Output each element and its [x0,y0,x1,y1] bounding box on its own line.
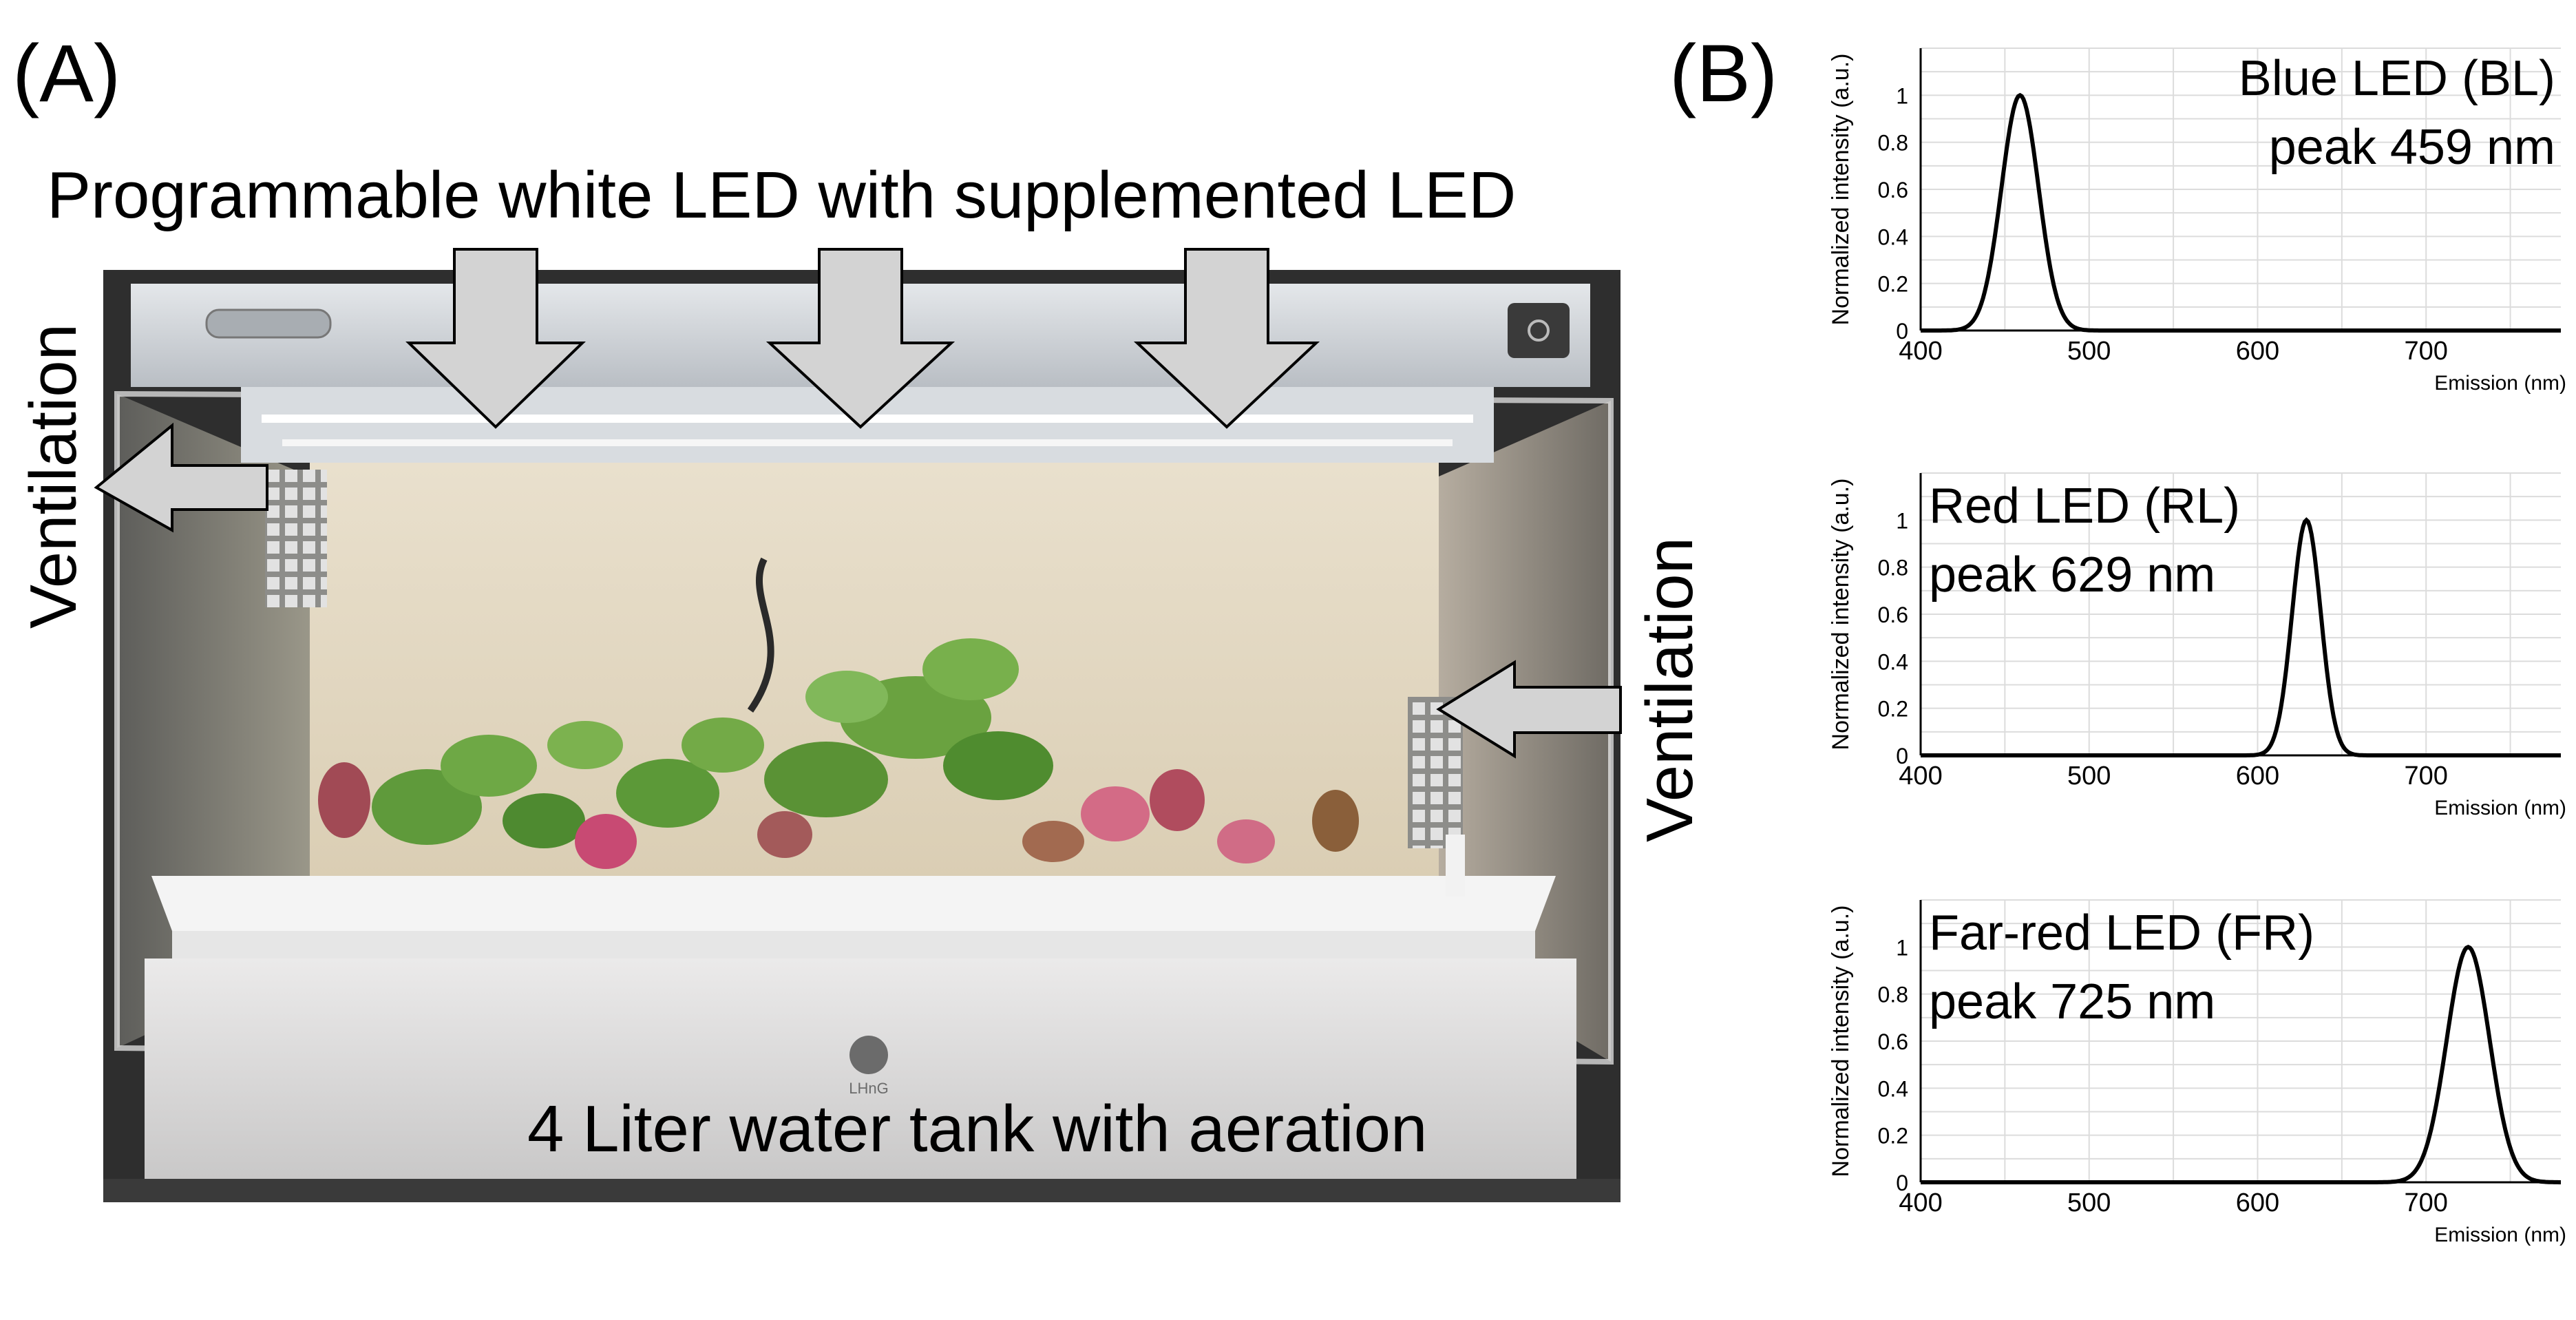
left-arrow-icon [94,422,268,533]
chart-3-y-axis-label: Normalized intensity (a.u.) [1828,905,1854,1177]
down-arrow-icon [766,248,956,429]
chart-3-y-tick-label: 0.2 [1878,1124,1908,1149]
chart-1-title: Blue LED (BL) [2239,51,2555,106]
chart-1-y-axis-label: Normalized intensity (a.u.) [1828,54,1854,326]
chart-1-x-axis-label: Emission (nm) [2434,372,2566,395]
chart-3-x-tick-label: 700 [2405,1188,2448,1217]
chart-1-y-tick-label: 0.2 [1878,272,1908,297]
chart-2-spectrum-line [1921,517,2561,757]
chart-2-y-tick-label: 1 [1896,508,1908,533]
logo-text: LHnG [849,1080,888,1097]
chart-1-y-tick-label: 0.6 [1878,178,1908,202]
left-vent [265,470,327,607]
chart-2-y-axis-label: Normalized intensity (a.u.) [1828,479,1854,751]
chart-3-y-tick-label: 0 [1896,1171,1908,1195]
chart-1-x-tick-label: 600 [2236,337,2279,366]
chart-1-x-tick-label: 500 [2067,337,2111,366]
chart-1-x-tick-label: 700 [2405,337,2448,366]
chart-1-y-tick-label: 0 [1896,319,1908,344]
chart-1-y-tick-label: 0.4 [1878,224,1908,249]
chart-2-x-tick-label: 700 [2405,762,2448,790]
chart-3-x-axis-label: Emission (nm) [2434,1224,2566,1246]
panel-a-label: (A) [12,28,121,119]
chart-3-y-tick-label: 0.8 [1878,983,1908,1007]
power-button [1508,303,1570,358]
chart-3-y-tick-label: 0.4 [1878,1076,1908,1101]
chart-2-title: Red LED (RL) [1929,479,2240,534]
chart-2-y-tick-label: 0.6 [1878,603,1908,627]
chart-1-subtitle: peak 459 nm [2269,120,2555,175]
photo-title: Programmable white LED with supplemented… [47,158,1517,232]
chart-3-spectrum-line [1921,945,2561,1184]
chart-1-x-tick-label: 400 [1899,337,1942,366]
chart-2-y-tick-label: 0.2 [1878,697,1908,722]
tray-rim [172,931,1535,958]
air-tube [747,557,774,713]
left-arrow-icon [1436,660,1622,759]
chart-1-y-tick-label: 0.8 [1878,131,1908,156]
chart-3-y-tick-label: 0.6 [1878,1029,1908,1054]
chart-2-subtitle: peak 629 nm [1929,547,2215,603]
aeration-pipe [1446,835,1465,897]
right-vent [1408,697,1463,848]
plants [318,638,1359,869]
tray-top [151,876,1556,931]
shelf [103,1179,1620,1202]
chart-2-y-tick-label: 0.8 [1878,556,1908,580]
chart-2-x-tick-label: 600 [2236,762,2279,790]
chart-1-y-tick-label: 1 [1896,83,1908,108]
chart-3-y-tick-label: 1 [1896,935,1908,960]
chart-3-subtitle: peak 725 nm [1929,974,2215,1029]
chart-3-x-tick-label: 500 [2067,1188,2111,1217]
chart-3-title: Far-red LED (FR) [1929,905,2314,961]
logo-icon [849,1036,888,1074]
down-arrow-icon [405,248,586,429]
chart-3-x-tick-label: 400 [1899,1188,1942,1217]
panel-b-label: (B) [1669,28,1778,119]
chart-2-y-tick-label: 0.4 [1878,649,1908,674]
chart-2-x-tick-label: 500 [2067,762,2111,790]
chart-2-x-tick-label: 400 [1899,762,1942,790]
tank-label: 4 Liter water tank with aeration [527,1092,1428,1166]
brand-plate [205,308,332,339]
chart-2-x-axis-label: Emission (nm) [2434,797,2566,819]
chart-2-y-tick-label: 0 [1896,744,1908,768]
chart-3-x-tick-label: 600 [2236,1188,2279,1217]
down-arrow-icon [1133,248,1320,429]
chart-1-spectrum-line [1921,92,2561,333]
power-icon [1528,319,1550,342]
